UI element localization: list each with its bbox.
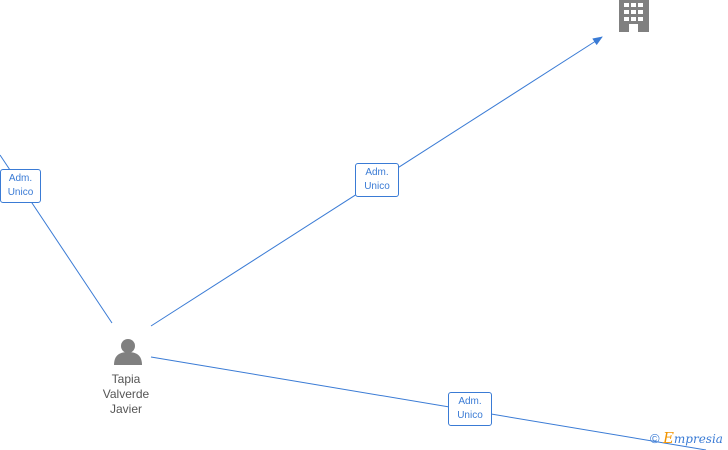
person-name-line: Javier — [109, 402, 142, 416]
edge-label-company[interactable]: Adm. Unico — [355, 163, 399, 197]
person-name-line: Valverde — [102, 387, 150, 401]
person-name-line: Tapia — [111, 372, 141, 386]
person-icon[interactable] — [114, 339, 142, 365]
edge-label-role: Adm. — [458, 396, 482, 407]
brand-name: mpresia — [673, 432, 723, 446]
edge-label-role: Adm. — [8, 173, 33, 184]
edge-label-role: Unico — [364, 181, 390, 192]
empresia-watermark: © Empresia — [650, 430, 723, 447]
building-icon[interactable] — [619, 0, 649, 32]
edge-label-role: Unico — [457, 410, 483, 421]
edge-label-role: Unico — [7, 187, 34, 198]
edge-label-upper-left[interactable]: Adm. Unico — [0, 169, 41, 203]
person-name[interactable]: Tapia Valverde Javier — [88, 372, 164, 417]
brand-initial: E — [662, 429, 674, 447]
edge-line-lower-right — [150, 356, 707, 450]
edge-label-role: Adm. — [365, 167, 389, 178]
copyright-symbol: © — [650, 431, 660, 446]
edge-label-lower-right[interactable]: Adm. Unico — [448, 392, 492, 426]
